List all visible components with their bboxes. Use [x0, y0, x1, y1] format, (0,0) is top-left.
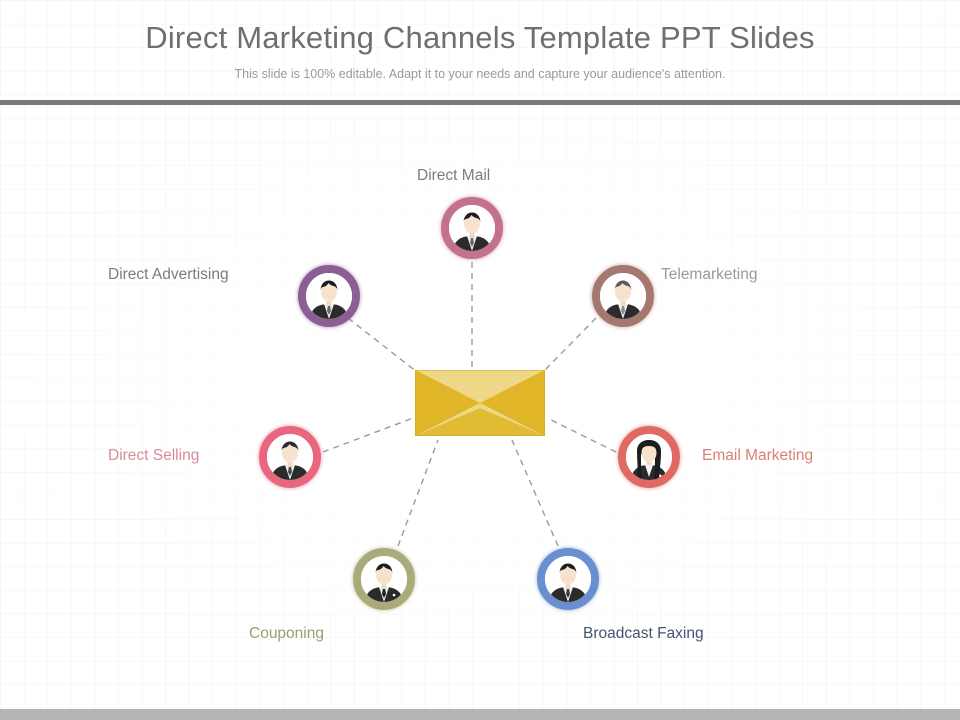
- businessman-avatar-icon: [449, 205, 495, 251]
- node-telemarketing[interactable]: [592, 265, 654, 327]
- page-title: Direct Marketing Channels Template PPT S…: [145, 20, 815, 55]
- node-label-direct-selling: Direct Selling: [108, 447, 200, 464]
- connector-telemarketing: [542, 317, 597, 373]
- envelope-icon[interactable]: [415, 370, 545, 436]
- node-ring-direct-mail: [441, 197, 503, 259]
- header-divider: [0, 100, 960, 105]
- businesswoman-avatar-icon: [626, 434, 672, 480]
- businessman-avatar-icon: [306, 273, 352, 319]
- node-ring-telemarketing: [592, 265, 654, 327]
- businessman-avatar-icon: [267, 434, 313, 480]
- node-email-marketing[interactable]: [618, 426, 680, 488]
- connector-direct-advertising: [347, 317, 418, 373]
- node-label-email-marketing: Email Marketing: [702, 447, 814, 464]
- slide-header: Direct Marketing Channels Template PPT S…: [0, 0, 960, 81]
- node-ring-email-marketing: [618, 426, 680, 488]
- footer-bar: [0, 709, 960, 720]
- node-label-direct-mail: Direct Mail: [417, 167, 491, 184]
- businessman-avatar-icon: [600, 273, 646, 319]
- node-couponing[interactable]: [353, 548, 415, 610]
- node-ring-broadcast-faxing: [537, 548, 599, 610]
- node-label-broadcast-faxing: Broadcast Faxing: [583, 625, 704, 642]
- node-ring-direct-advertising: [298, 265, 360, 327]
- businessman-avatar-icon: [361, 556, 407, 602]
- node-direct-selling[interactable]: [259, 426, 321, 488]
- node-label-couponing: Couponing: [249, 625, 324, 642]
- connector-direct-selling: [322, 417, 414, 453]
- node-ring-couponing: [353, 548, 415, 610]
- node-label-direct-advertising: Direct Advertising: [108, 266, 229, 283]
- page-subtitle: This slide is 100% editable. Adapt it to…: [234, 66, 726, 81]
- node-label-telemarketing: Telemarketing: [661, 266, 758, 283]
- node-direct-advertising[interactable]: [298, 265, 360, 327]
- node-ring-direct-selling: [259, 426, 321, 488]
- connector-email-marketing: [546, 417, 617, 453]
- node-direct-mail[interactable]: [441, 197, 503, 259]
- connector-couponing: [397, 439, 439, 547]
- connector-broadcast-faxing: [511, 439, 559, 547]
- businessman-avatar-icon: [545, 556, 591, 602]
- node-broadcast-faxing[interactable]: [537, 548, 599, 610]
